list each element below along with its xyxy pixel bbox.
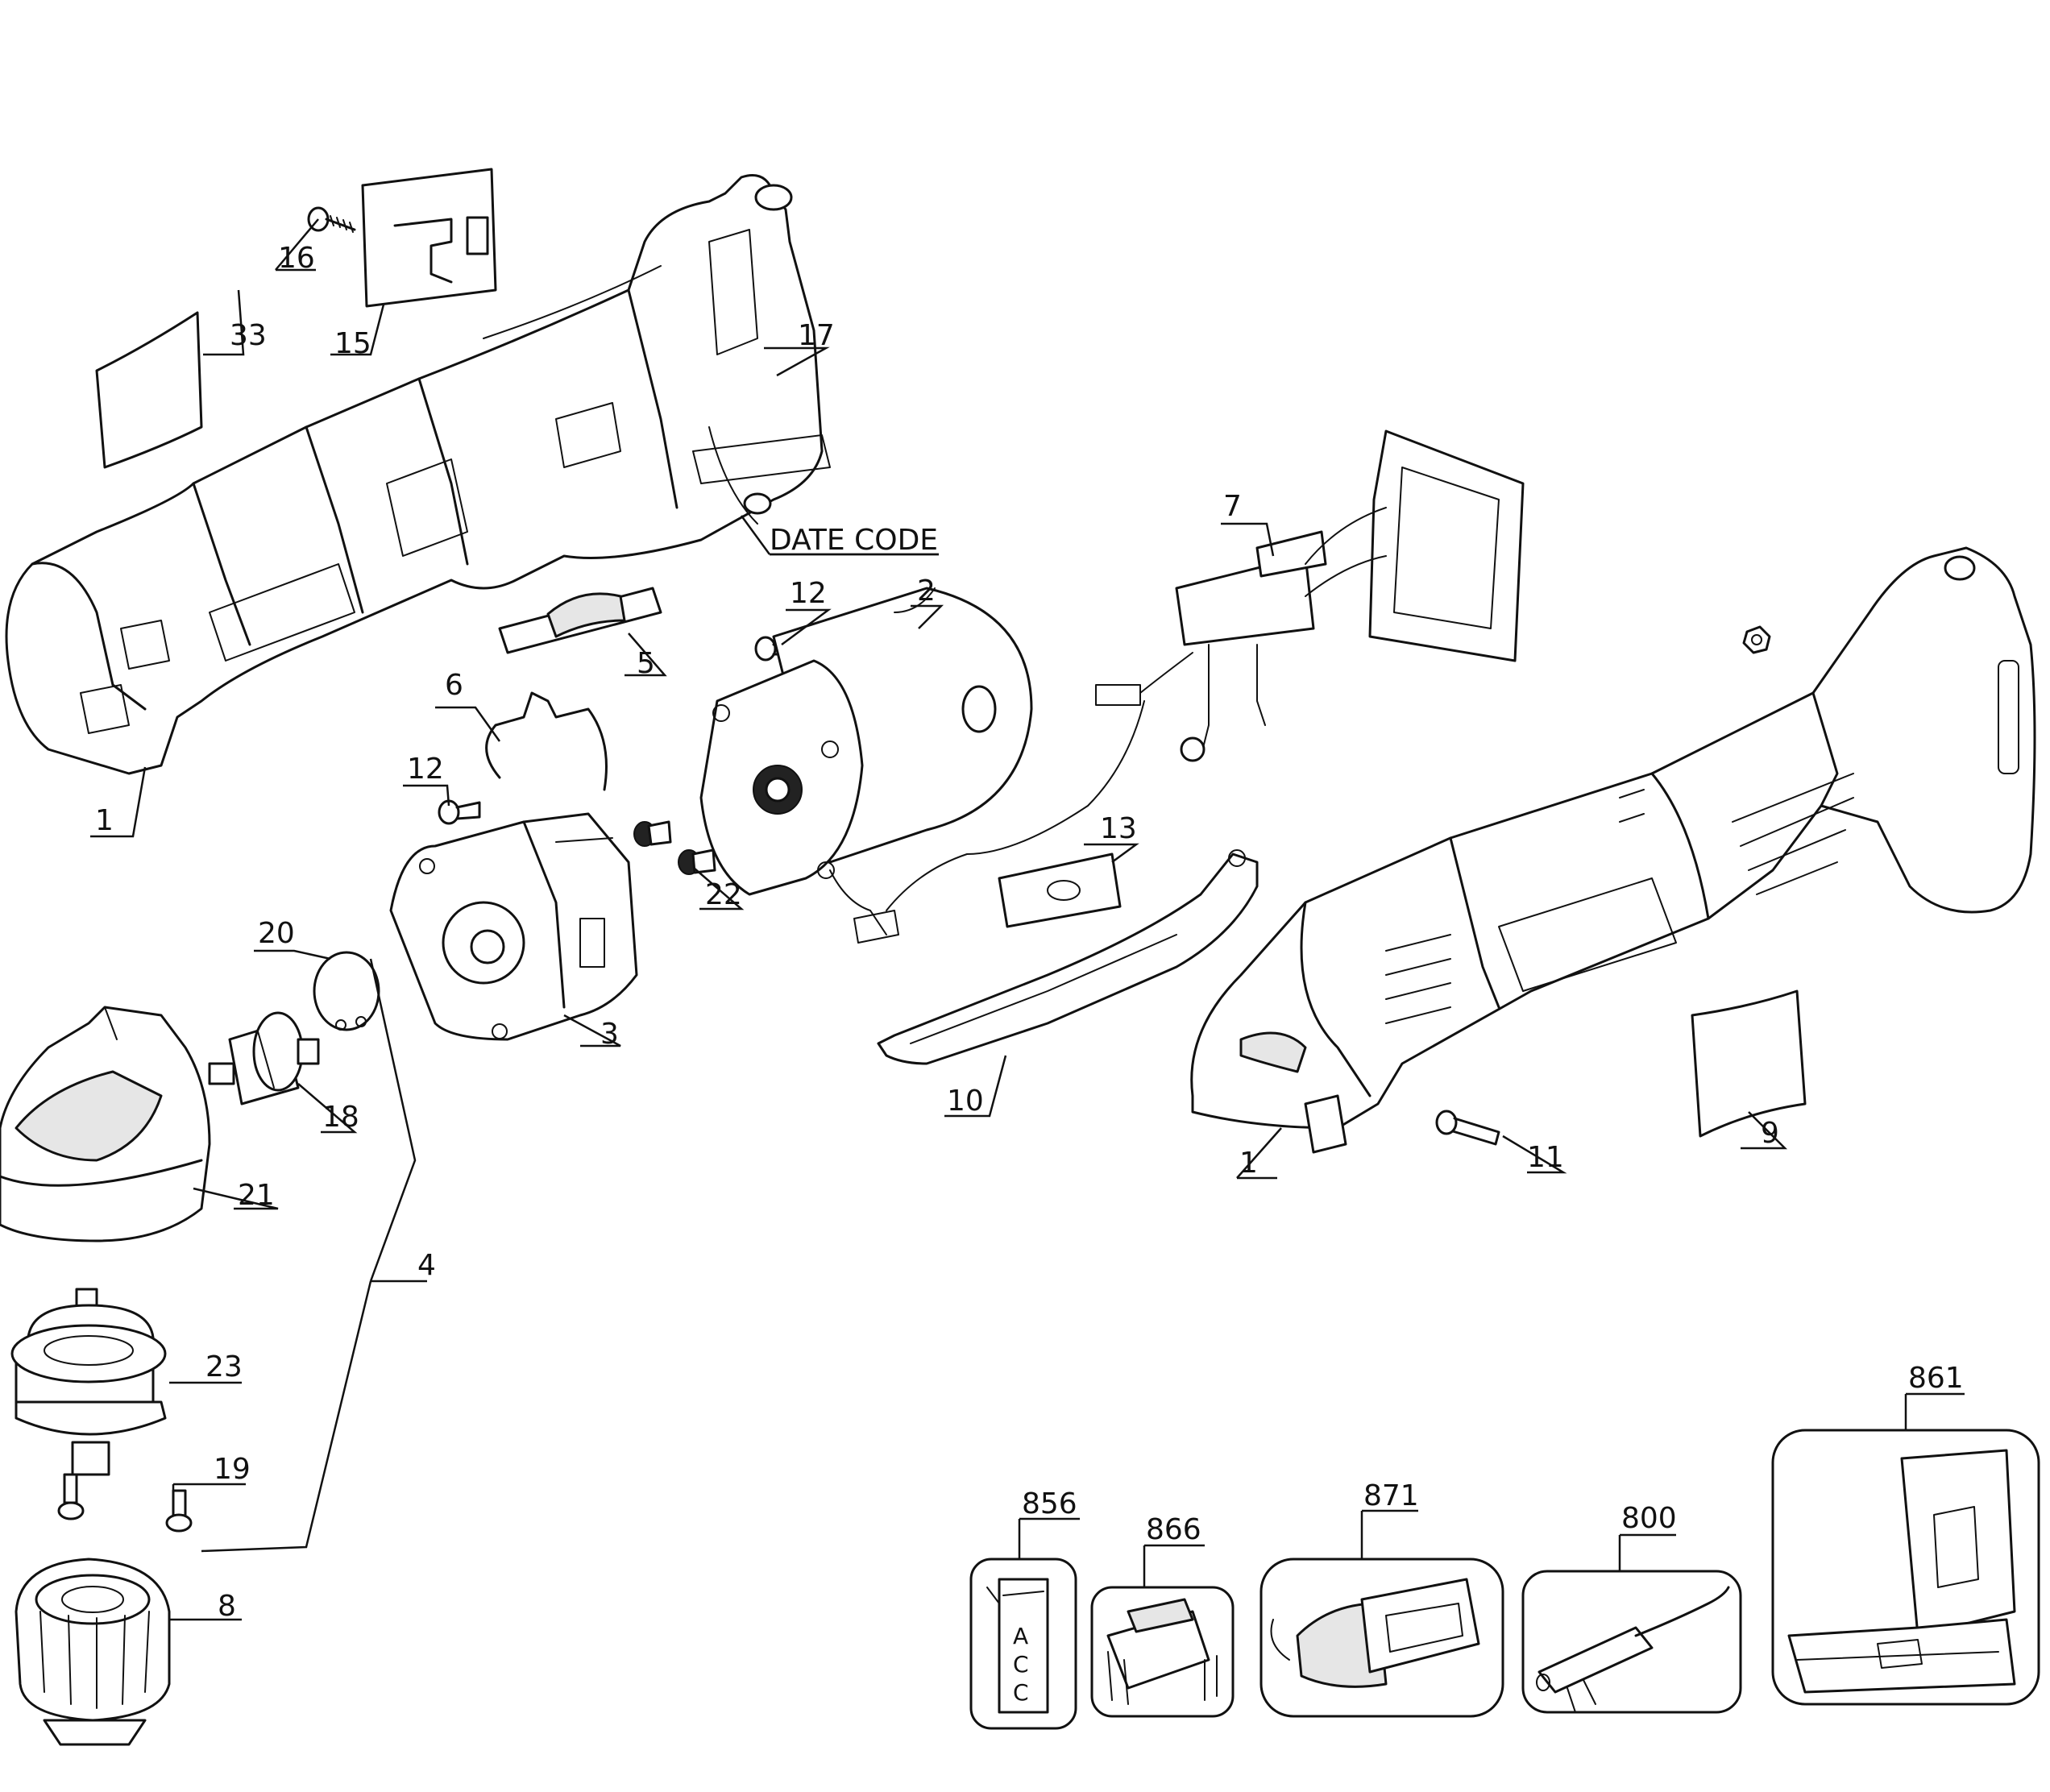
callout-7: 7 — [1223, 490, 1242, 523]
callout-4: 4 — [417, 1249, 436, 1282]
callout-6: 6 — [445, 669, 463, 702]
part-18-spindle — [208, 1011, 320, 1105]
part-7-switch — [886, 429, 1525, 911]
part-6-spring — [485, 691, 608, 791]
part-1-assembled-tool — [1190, 546, 2036, 1154]
date-code-label: DATE CODE — [770, 524, 938, 557]
part-23-clutch — [10, 1288, 167, 1476]
card-letter-c2: C — [1013, 1679, 1029, 1706]
callout-20: 20 — [258, 917, 295, 950]
callout-33: 33 — [230, 319, 267, 352]
part-871-charger — [1259, 1558, 1504, 1718]
callout-871: 871 — [1363, 1479, 1419, 1512]
callout-10: 10 — [947, 1085, 984, 1118]
callout-861: 861 — [1908, 1362, 1964, 1395]
callout-3: 3 — [600, 1018, 619, 1051]
callout-866: 866 — [1146, 1513, 1201, 1546]
callout-17: 17 — [798, 319, 835, 352]
part-8-chuck — [15, 1558, 171, 1746]
callout-856: 856 — [1022, 1487, 1077, 1520]
part-856-accessory-card — [969, 1558, 1077, 1730]
part-2-motor — [699, 587, 1033, 944]
part-13-cover — [998, 852, 1122, 928]
part-21-gear-case — [0, 1006, 211, 1242]
part-15-belt-clip — [361, 168, 497, 308]
part-9-label — [1691, 989, 1807, 1138]
leader-lines — [90, 218, 1965, 1621]
callout-15: 15 — [334, 327, 371, 360]
part-16-screw — [307, 206, 356, 233]
callout-23: 23 — [205, 1350, 243, 1383]
callout-5: 5 — [637, 647, 655, 680]
part-10-handle-trim — [877, 849, 1259, 1065]
part-20-retaining-ring — [313, 951, 380, 1031]
part-12-screw-lower — [438, 799, 481, 825]
callout-12-lower: 12 — [407, 753, 444, 786]
callout-11: 11 — [1527, 1141, 1564, 1174]
part-11-screw — [1435, 1110, 1500, 1146]
callout-1-lower: 1 — [1239, 1147, 1258, 1180]
part-5-switch-button — [498, 587, 662, 654]
callout-1-upper: 1 — [95, 804, 114, 837]
callout-21: 21 — [238, 1179, 275, 1212]
part-19-screws — [57, 1473, 193, 1533]
callout-2: 2 — [917, 575, 936, 608]
part-861-carry-case — [1771, 1429, 2040, 1706]
part-800-work-light — [1521, 1570, 1742, 1714]
callout-labels: 16 33 15 17 1 DATE CODE 5 6 12 12 22 3 2… — [95, 242, 1964, 1706]
card-letter-c1: C — [1013, 1651, 1029, 1678]
callout-22: 22 — [705, 878, 742, 911]
callout-19: 19 — [214, 1453, 251, 1486]
part-3-gear-housing — [389, 812, 638, 1041]
part-33-label — [95, 311, 203, 469]
callout-12-upper: 12 — [790, 577, 827, 610]
callout-800: 800 — [1621, 1502, 1677, 1535]
part-1-housing-left — [5, 174, 831, 775]
callout-16: 16 — [278, 242, 315, 275]
nut-near-tool — [1742, 625, 1771, 654]
callout-13: 13 — [1100, 812, 1137, 845]
callout-18: 18 — [322, 1101, 359, 1134]
callout-9: 9 — [1761, 1117, 1779, 1150]
part-866-battery — [1090, 1586, 1235, 1718]
card-letter-a: A — [1013, 1623, 1028, 1649]
part-22-screw — [633, 820, 716, 875]
callout-8: 8 — [218, 1590, 236, 1623]
